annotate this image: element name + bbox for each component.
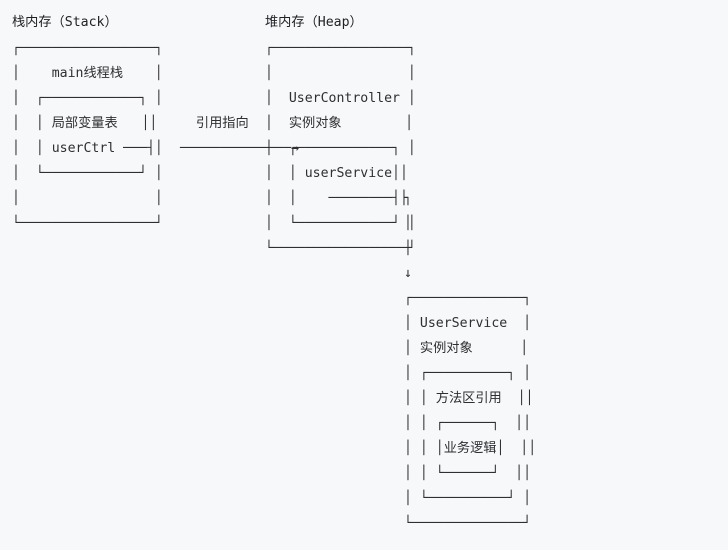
stack-memory-diagram: ┌─────────────────┐ │ main线程栈 │ │ ┌─────… bbox=[12, 41, 163, 231]
user-service-object-diagram: ┌──────────────┐ │ UserService │ │ 实例对象 … bbox=[404, 291, 537, 531]
heap-region-title: 堆内存（Heap） bbox=[265, 15, 363, 30]
heap-memory-diagram: ┌─────────────────┐ │ │ │ UserController… bbox=[265, 41, 416, 256]
reference-arrow-connector: 引用指向 ──────────────→ bbox=[180, 116, 300, 156]
stack-region-title: 栈内存（Stack） bbox=[12, 15, 118, 30]
heap-to-service-connector-arrow: ┐ │ │ ↓ bbox=[404, 191, 412, 281]
